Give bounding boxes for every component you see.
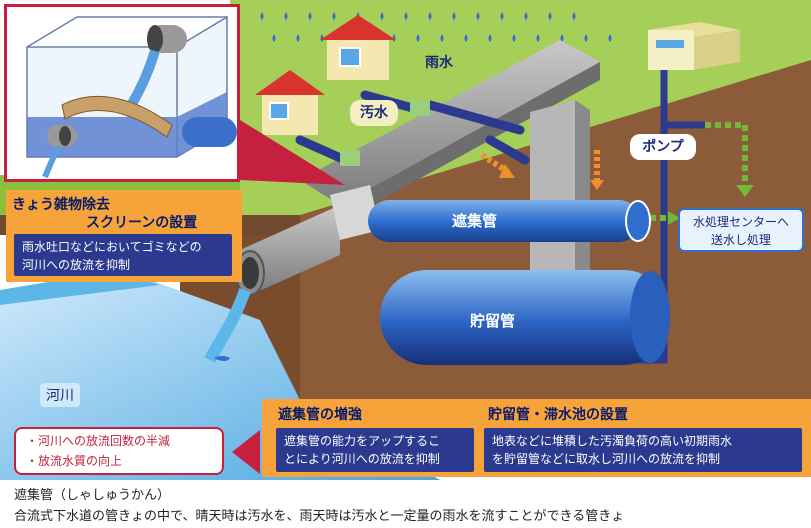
label-interceptor: 遮集管 xyxy=(452,212,498,230)
screen-panel: きょう雑物除去 スクリーンの設置 雨水吐口などにおいてゴミなどの 河川への放流を… xyxy=(6,190,242,282)
storage-panel-title: 貯留管・滞水池の設置 xyxy=(488,407,628,423)
screen-inset-illustration xyxy=(26,15,237,179)
glossary-term: 遮集管（しゃしゅうかん） xyxy=(14,488,171,503)
outfall-pipe xyxy=(240,205,340,295)
interceptor-panel-title: 遮集管の増強 xyxy=(278,407,362,423)
label-sewage: 汚水 xyxy=(350,100,398,126)
label-rainwater: 雨水 xyxy=(425,55,453,71)
result-item: ・放流水質の向上 xyxy=(26,454,123,468)
screen-panel-title-1: きょう雑物除去 xyxy=(12,197,110,213)
glossary-definition: 合流式下水道の管きょの中で、晴天時は汚水を、雨天時は汚水と一定量の雨水を流すこと… xyxy=(14,509,625,524)
interceptor-pipe xyxy=(368,200,640,242)
interceptor-panel-description: 遮集管の能力をアップするこ とにより河川への放流を抑制 xyxy=(276,428,474,472)
screen-detail-inset xyxy=(4,4,240,182)
label-pump: ポンプ xyxy=(630,134,696,160)
storage-tank xyxy=(380,270,670,365)
screen-panel-description: 雨水吐口などにおいてゴミなどの 河川への放流を抑制 xyxy=(14,234,232,276)
trunk-sewer xyxy=(300,40,600,205)
results-box: ・河川への放流回数の半減 ・放流水質の向上 xyxy=(14,427,224,475)
label-treatment-center: 水処理センターへ 送水し処理 xyxy=(678,208,804,252)
vertical-shaft xyxy=(530,100,575,292)
house-1 xyxy=(255,70,325,135)
label-river: 河川 xyxy=(40,383,80,407)
label-storage-pipe: 貯留管 xyxy=(470,312,516,330)
raindrops xyxy=(260,12,612,42)
screen-panel-title-2: スクリーンの設置 xyxy=(86,215,198,231)
treatment-building xyxy=(648,22,740,70)
storage-panel-description: 地表などに堆積した汚濁負荷の高い初期雨水 を貯留管などに取水し河川への放流を抑制 xyxy=(484,428,802,472)
result-item: ・河川への放流回数の半減 xyxy=(26,434,171,448)
house-2 xyxy=(320,15,396,80)
